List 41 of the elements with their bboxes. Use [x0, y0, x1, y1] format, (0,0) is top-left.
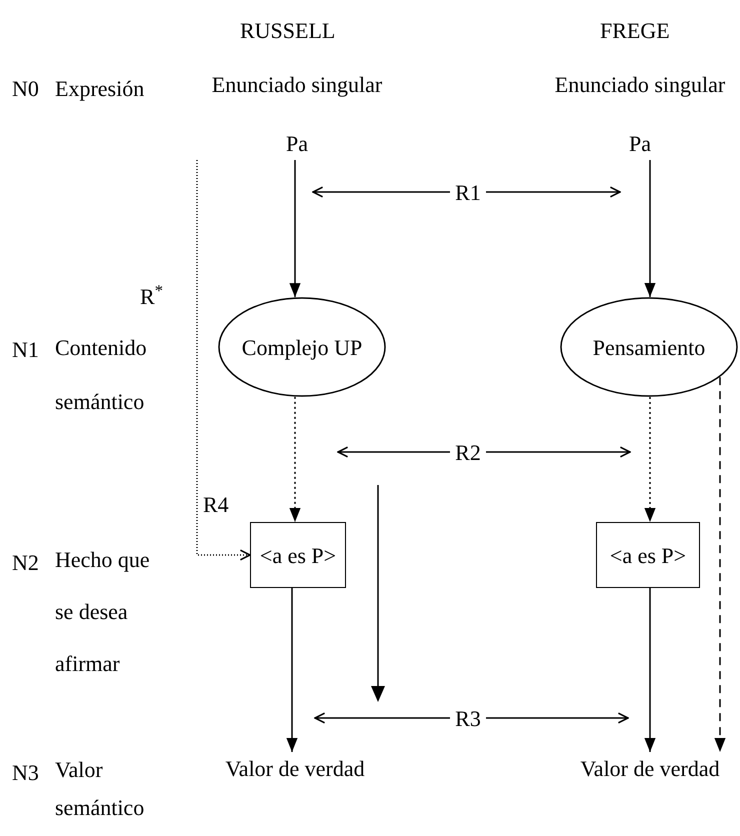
- level-name: Hecho que se desea afirmar: [55, 546, 151, 678]
- arrow: [714, 377, 726, 752]
- node-text: R3: [455, 705, 481, 733]
- relation-arrow: [486, 446, 631, 458]
- node-text: Enunciado singular: [212, 71, 382, 99]
- relation-arrow: [486, 186, 621, 198]
- relation-arrow: [486, 712, 629, 724]
- node-text: Pa: [286, 130, 308, 158]
- proposition-box: [250, 522, 346, 588]
- arrow: [644, 588, 656, 752]
- node-text: R1: [455, 179, 481, 207]
- node-text: Complejo UP: [242, 334, 362, 362]
- level-number: N0: [12, 75, 39, 103]
- arrow: [644, 397, 656, 522]
- relation-arrow: [312, 186, 450, 198]
- arrow: [289, 160, 301, 298]
- node-text: Pensamiento: [592, 334, 706, 362]
- node-text: R2: [455, 439, 481, 467]
- relation-arrow: [337, 446, 450, 458]
- node-text: <a es P>: [260, 542, 336, 570]
- level-number: N2: [12, 549, 39, 577]
- arrow: [286, 588, 298, 752]
- column-heading: FREGE: [600, 17, 670, 45]
- relation-label: R4: [203, 491, 229, 519]
- node-text: Enunciado singular: [554, 71, 726, 99]
- column-heading: RUSSELL: [240, 17, 336, 45]
- relation-arrow: [196, 160, 251, 561]
- arrow: [289, 396, 301, 522]
- node-text: Pa: [629, 130, 651, 158]
- level-name: Expresión: [55, 75, 144, 103]
- level-name: Valor semántico: [55, 756, 146, 822]
- relation-arrow: [314, 712, 450, 724]
- node-text: <a es P>: [610, 542, 686, 570]
- relation-label: R$^{*}$: [140, 280, 163, 311]
- level-number: N1: [12, 336, 39, 364]
- node-text: Valor de verdad: [580, 755, 720, 783]
- level-name: Contenido semántico: [55, 334, 148, 416]
- level-number: N3: [12, 759, 39, 787]
- arrow: [644, 160, 656, 297]
- node-text: Valor de verdad: [225, 755, 365, 783]
- proposition-box: [596, 522, 700, 588]
